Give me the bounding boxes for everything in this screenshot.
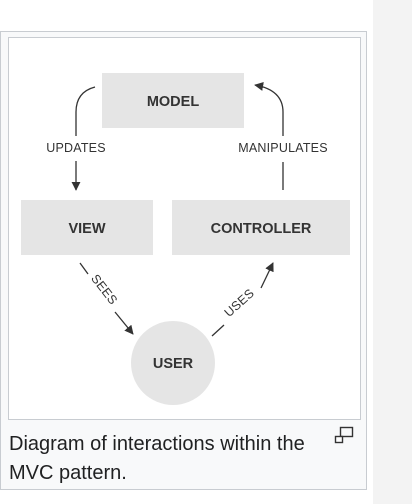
- uses-label: USES: [222, 286, 257, 320]
- updates-label: UPDATES: [46, 141, 106, 155]
- user-label: USER: [153, 356, 194, 372]
- figure-thumbnail: MODEL VIEW CONTROLLER USER UPDATES MANIP…: [0, 31, 367, 490]
- controller-node: [172, 200, 350, 255]
- magnify-clip-icon[interactable]: [333, 426, 355, 446]
- uses-line-bottom: [211, 324, 225, 337]
- sees-label: SEES: [88, 272, 120, 308]
- uses-arrow: [260, 262, 274, 289]
- controller-label: CONTROLLER: [211, 221, 312, 237]
- view-node: [21, 200, 153, 255]
- side-panel: [373, 0, 412, 504]
- mvc-diagram: MODEL VIEW CONTROLLER USER UPDATES MANIP…: [21, 73, 350, 405]
- model-label: MODEL: [147, 94, 200, 110]
- manipulates-label: MANIPULATES: [238, 141, 328, 155]
- updates-line-top: [75, 86, 96, 136]
- view-label: VIEW: [68, 221, 105, 237]
- figure-caption: Diagram of interactions within the MVC p…: [9, 433, 305, 484]
- enlarge-icon: [334, 426, 354, 444]
- manipulates-arrow: [254, 81, 284, 136]
- sees-arrow: [114, 311, 134, 335]
- diagram-image[interactable]: MODEL VIEW CONTROLLER USER UPDATES MANIP…: [8, 37, 361, 420]
- sees-line-top: [79, 262, 89, 275]
- user-node: [131, 321, 215, 405]
- model-node: [102, 73, 244, 128]
